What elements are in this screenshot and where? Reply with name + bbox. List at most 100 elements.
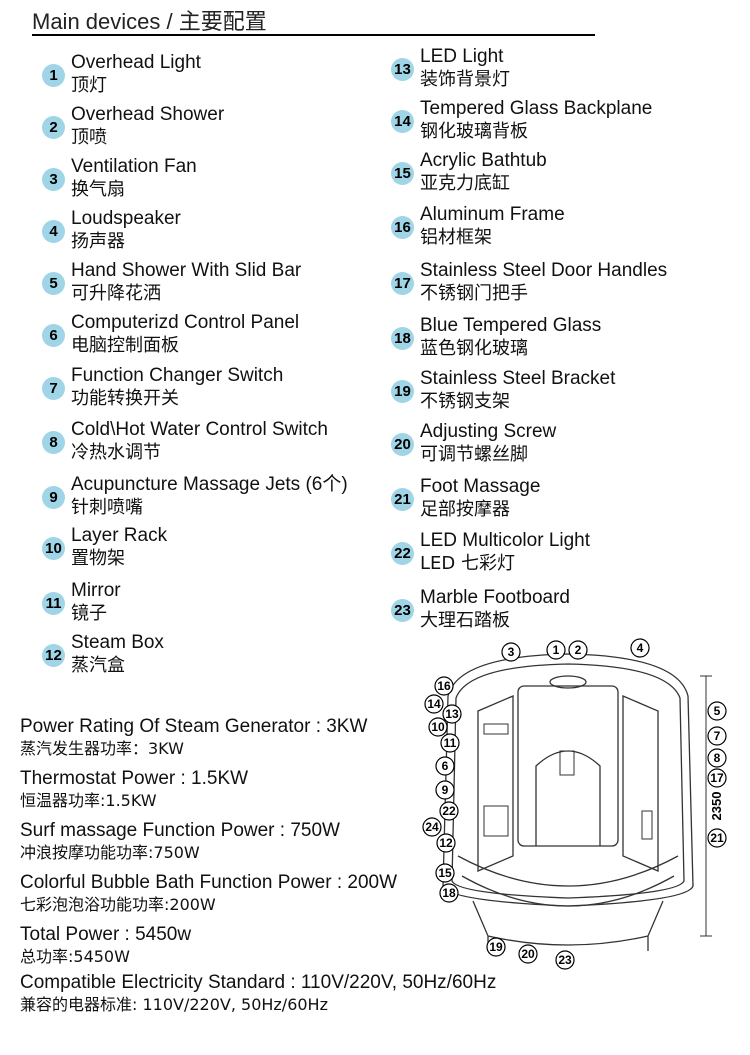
spec-en: Compatible Electricity Standard : 110V/2… — [20, 972, 497, 993]
cabin-outline — [442, 653, 694, 951]
device-name-cn: 不锈钢门把手 — [420, 283, 528, 304]
device-name-en: Aluminum Frame — [420, 204, 565, 225]
svg-text:9: 9 — [442, 783, 449, 797]
callout-23: 23 — [555, 950, 575, 970]
device-name-en: Ventilation Fan — [71, 156, 197, 177]
svg-text:11: 11 — [444, 736, 457, 750]
device-name-en: Layer Rack — [71, 525, 168, 546]
callout-14: 14 — [424, 694, 444, 714]
spec-en: Colorful Bubble Bath Function Power : 20… — [20, 872, 398, 893]
device-name-cn: 钢化玻璃背板 — [420, 121, 528, 142]
device-name-en: Acupuncture Massage Jets (6个) — [71, 474, 348, 495]
device-name-en: Function Changer Switch — [71, 365, 284, 386]
device-name-en: Tempered Glass Backplane — [420, 98, 653, 119]
device-name-cn: 冷热水调节 — [71, 442, 161, 463]
svg-text:22: 22 — [442, 804, 456, 818]
svg-text:18: 18 — [442, 886, 456, 900]
number-badge: 10 — [42, 536, 65, 560]
number-badge: 11 — [42, 591, 65, 615]
svg-text:10: 10 — [431, 720, 445, 734]
callout-3: 3 — [501, 642, 521, 662]
spec-total-power: Total Power : 5450w 总功率:5450W — [20, 924, 191, 968]
svg-text:8: 8 — [714, 751, 721, 765]
spec-en: Surf massage Function Power : 750W — [20, 820, 340, 841]
svg-text:16: 16 — [437, 679, 451, 693]
spec-en: Thermostat Power : 1.5KW — [20, 768, 249, 789]
svg-text:20: 20 — [521, 947, 535, 961]
spec-bubble-bath: Colorful Bubble Bath Function Power : 20… — [20, 872, 397, 916]
device-name-cn: 针刺喷嘴 — [71, 497, 143, 518]
device-name-en: LED Light — [420, 46, 504, 67]
svg-text:12: 12 — [439, 836, 453, 850]
device-name-cn: 顶喷 — [71, 127, 107, 148]
svg-text:5: 5 — [714, 704, 721, 718]
callout-12: 12 — [436, 833, 456, 853]
shower-cabin-diagram: 2350 3 1 2 4 16 14 13 10 11 6 9 22 24 12… — [422, 638, 727, 970]
device-name-en: LED Multicolor Light — [420, 530, 591, 551]
callout-6: 6 — [435, 756, 455, 776]
svg-text:24: 24 — [425, 820, 439, 834]
svg-text:23: 23 — [558, 953, 572, 967]
number-badge: 9 — [42, 485, 65, 509]
number-badge: 14 — [391, 109, 414, 133]
callout-16: 16 — [434, 676, 454, 696]
callout-1: 1 — [546, 640, 566, 660]
device-name-cn: 扬声器 — [71, 231, 125, 252]
spec-surf-massage: Surf massage Function Power : 750W 冲浪按摩功… — [20, 820, 340, 864]
device-name-cn: 铝材框架 — [420, 227, 492, 248]
spec-cn: 七彩泡泡浴功能功率:200W — [20, 895, 216, 914]
number-badge: 13 — [391, 57, 414, 81]
callout-8: 8 — [707, 748, 727, 768]
callout-13: 13 — [442, 704, 462, 724]
device-name-en: Foot Massage — [420, 476, 541, 497]
spec-cn: 恒温器功率:1.5KW — [20, 791, 157, 810]
svg-text:4: 4 — [637, 641, 644, 655]
callout-10: 10 — [428, 717, 448, 737]
device-name-en: Hand Shower With Slid Bar — [71, 260, 302, 281]
number-badge: 1 — [42, 63, 65, 87]
number-badge: 15 — [391, 161, 414, 185]
number-badge: 8 — [42, 430, 65, 454]
height-dimension — [700, 675, 712, 937]
device-name-en: Stainless Steel Door Handles — [420, 260, 668, 281]
number-badge: 6 — [42, 323, 65, 347]
height-label: 2350 — [709, 792, 724, 821]
svg-text:1: 1 — [553, 643, 560, 657]
callout-4: 4 — [630, 638, 650, 658]
spec-cn: 冲浪按摩功能功率:750W — [20, 843, 200, 862]
device-name-cn: 顶灯 — [71, 75, 107, 96]
spec-thermostat: Thermostat Power : 1.5KW 恒温器功率:1.5KW — [20, 768, 248, 812]
number-badge: 4 — [42, 219, 65, 243]
device-name-cn: LED 七彩灯 — [420, 553, 515, 574]
spec-cn: 蒸汽发生器功率：3KW — [20, 739, 184, 758]
number-badge: 5 — [42, 271, 65, 295]
number-badge: 18 — [391, 326, 414, 350]
spec-electricity-standard: Compatible Electricity Standard : 110V/2… — [20, 972, 496, 1016]
device-name-cn: 足部按摩器 — [420, 499, 510, 520]
device-name-cn: 大理石踏板 — [420, 610, 510, 631]
device-name-cn: 蓝色钢化玻璃 — [420, 338, 528, 359]
spec-en: Power Rating Of Steam Generator : 3KW — [20, 716, 368, 737]
device-name-cn: 可调节螺丝脚 — [420, 444, 528, 465]
device-name-en: Stainless Steel Bracket — [420, 368, 616, 389]
number-badge: 21 — [391, 487, 414, 511]
device-name-en: Blue Tempered Glass — [420, 315, 602, 336]
device-name-en: Acrylic Bathtub — [420, 150, 547, 171]
